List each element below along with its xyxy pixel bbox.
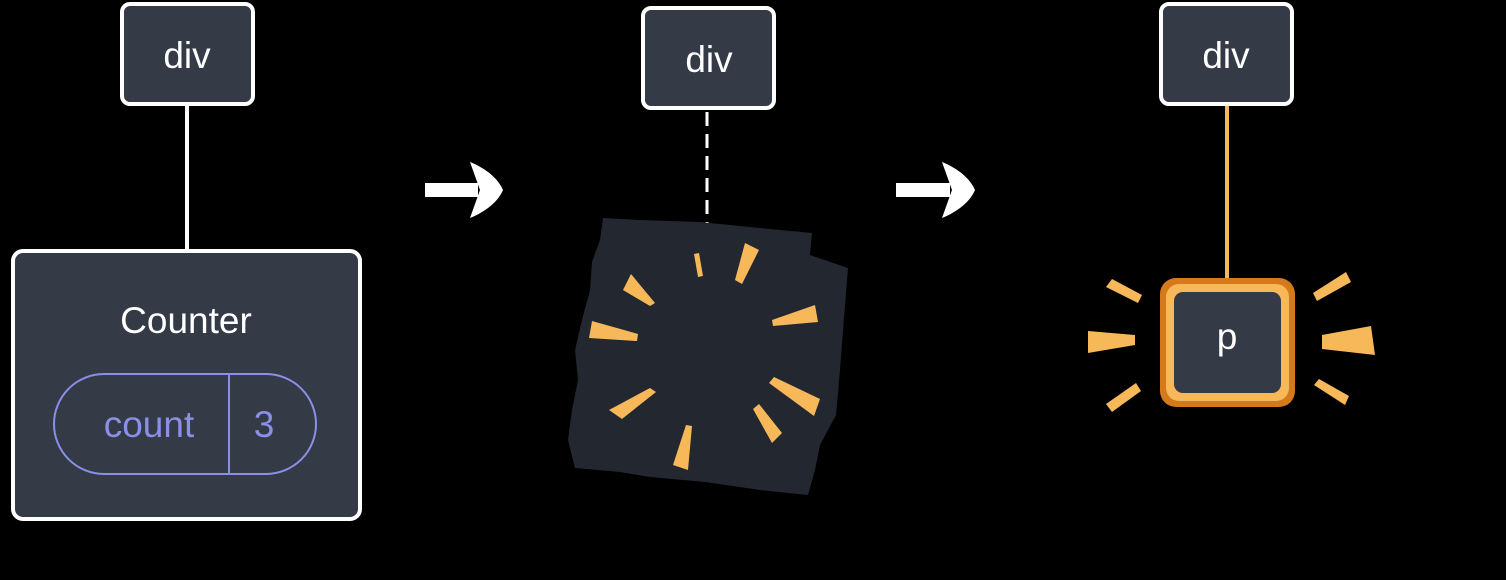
arrow-right-icon [425, 162, 503, 218]
stage-1-parent-node: div [120, 2, 255, 106]
state-name: count [104, 404, 195, 445]
state-value: 3 [254, 404, 275, 445]
stage-3-parent-label: div [1202, 35, 1250, 76]
explosion-icon [589, 243, 820, 470]
arrow-right-icon-2 [896, 162, 975, 218]
new-p-node-label: p [1217, 316, 1238, 357]
stage-2-parent-node: div [641, 6, 776, 110]
stage-1: div Counter count 3 [11, 2, 362, 521]
stage-3: div p [1088, 2, 1375, 412]
stage-2: div [568, 6, 848, 495]
state-pill: count 3 [53, 373, 317, 475]
new-p-node: p [1160, 278, 1295, 407]
sparkle-icon [1088, 272, 1375, 412]
counter-component-node: Counter count 3 [11, 249, 362, 521]
stage-2-parent-label: div [685, 39, 733, 80]
destroyed-component [568, 218, 848, 495]
stage-3-parent-node: div [1159, 2, 1294, 106]
stage-1-parent-label: div [163, 35, 211, 76]
counter-component-label: Counter [120, 300, 252, 341]
